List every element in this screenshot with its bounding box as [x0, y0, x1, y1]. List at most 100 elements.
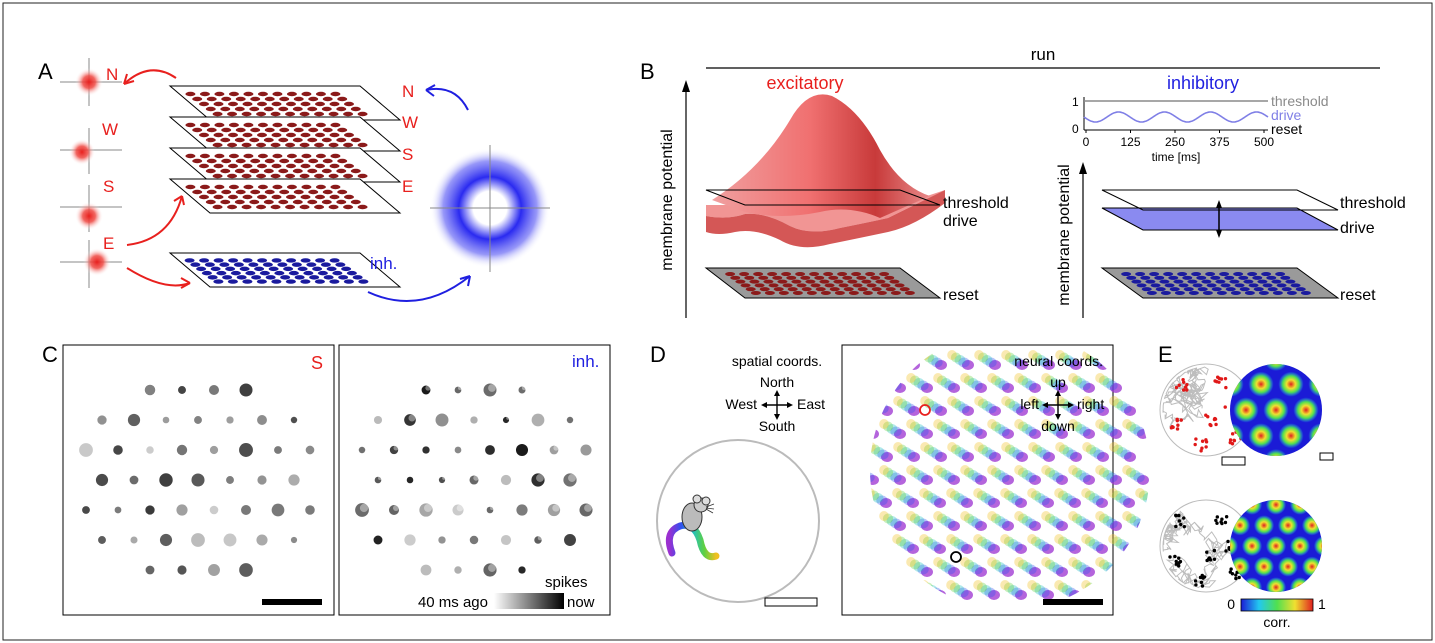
activity-blob [1125, 421, 1137, 432]
activity-blob [1098, 513, 1110, 524]
activity-blob [900, 401, 912, 411]
spike-point [1206, 557, 1211, 561]
neuron [245, 270, 256, 276]
activity-blob [1029, 567, 1041, 577]
spike-blob [223, 533, 237, 547]
neuron-layer-exc [168, 85, 402, 121]
activity-blob [921, 521, 933, 531]
activity-blob [949, 490, 961, 501]
activity-blob [962, 406, 974, 416]
activity-blob [1052, 472, 1064, 483]
spike-point [1224, 385, 1228, 390]
neuron [285, 142, 296, 148]
activity-blob [1108, 488, 1118, 498]
neuron [205, 106, 216, 112]
neuron [759, 287, 770, 292]
scale-bar-e1 [1221, 456, 1246, 466]
neuron [1215, 279, 1226, 284]
neuron [286, 163, 296, 169]
spike-blob [146, 446, 154, 454]
activity-blob [973, 534, 983, 544]
stacked-layers [168, 85, 402, 288]
panel-b-letter: B [640, 59, 655, 84]
neuron [1196, 275, 1207, 280]
neuron [315, 122, 326, 128]
neuron [322, 189, 333, 195]
activity-blob [1102, 516, 1114, 526]
activity-blob [881, 452, 893, 462]
activity-blob [1027, 534, 1037, 544]
activity-blob [1102, 470, 1114, 480]
exc-ylabel: membrane potential [659, 129, 676, 270]
activity-blob [1014, 557, 1024, 567]
activity-blob [1031, 352, 1043, 363]
grid-field [1233, 364, 1259, 371]
spike-point [1215, 380, 1219, 384]
neuron [1206, 283, 1217, 288]
neuron [286, 258, 297, 263]
spike-blob [239, 563, 253, 577]
activity-blob [1122, 557, 1132, 567]
activity-blob [1119, 587, 1131, 598]
activity-blob [1102, 378, 1114, 388]
neuron [337, 189, 348, 195]
neuron [357, 142, 368, 148]
neuron [227, 204, 238, 210]
activity-blob [1014, 419, 1024, 429]
activity-blob [926, 493, 938, 503]
activity-blob [1012, 357, 1024, 368]
activity-blob [1062, 447, 1074, 457]
activity-blob [1095, 511, 1105, 521]
run-label: run [1031, 45, 1056, 64]
spike-map-inh-tag: inh. [572, 352, 599, 371]
neuron [314, 142, 325, 148]
activity-blob [1070, 452, 1082, 462]
neuron [242, 194, 253, 200]
activity-blob [1061, 493, 1073, 503]
activity-blob [1030, 536, 1042, 547]
activity-blob [890, 518, 902, 529]
activity-blob [1000, 534, 1010, 544]
neuron [256, 111, 267, 117]
activity-blob [940, 516, 952, 526]
mini-xtick-label: 125 [1120, 135, 1140, 149]
spike-point [1212, 557, 1217, 562]
neuron [750, 290, 761, 295]
neuron [851, 272, 862, 277]
grid-field [1230, 474, 1250, 494]
neuron [350, 199, 361, 205]
up-label: up [1050, 374, 1066, 390]
neuron [740, 283, 751, 288]
mini-xtick-label: 0 [1083, 135, 1090, 149]
neuron [234, 168, 245, 174]
neuron [257, 163, 267, 169]
neuron [820, 290, 831, 295]
activity-blob [890, 426, 902, 437]
activity-blob [1146, 495, 1150, 506]
neuron [213, 258, 224, 263]
neuron [279, 127, 290, 133]
spike-blob [469, 535, 479, 545]
grid-field [1289, 500, 1311, 515]
activity-blob [913, 516, 925, 526]
activity-blob [1041, 465, 1051, 475]
exc-surface-edge [706, 190, 945, 248]
compass-neural [1045, 393, 1071, 417]
neuron [286, 132, 296, 138]
spike-blob [469, 475, 479, 485]
spike-point [1199, 449, 1203, 453]
neuron [299, 173, 310, 179]
neuron [358, 279, 369, 284]
neuron [1135, 272, 1146, 277]
activity-blob [954, 401, 966, 411]
grid-field [1350, 557, 1370, 577]
spike-point [1214, 518, 1218, 523]
spike-point [1230, 572, 1235, 576]
spike-blob [355, 503, 369, 517]
activity-blob [971, 472, 983, 483]
activity-blob [1021, 424, 1033, 434]
neuron [800, 275, 811, 280]
grid-field [1338, 320, 1363, 345]
neuron [214, 153, 225, 159]
spike-point [1220, 517, 1224, 521]
